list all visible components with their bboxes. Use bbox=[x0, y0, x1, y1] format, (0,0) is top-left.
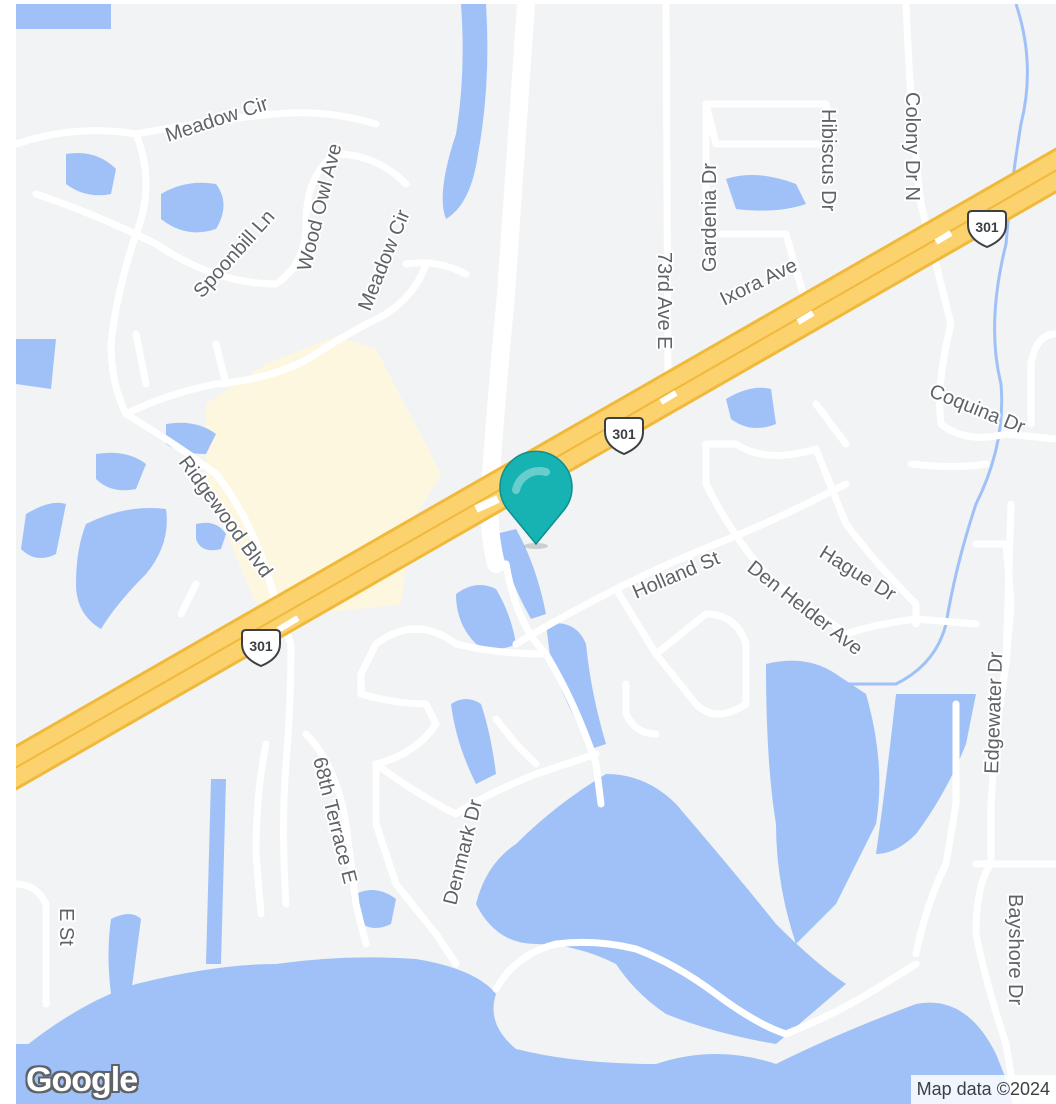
highway-shield-south: 301 bbox=[241, 629, 281, 668]
road-73rd-ave bbox=[662, 4, 672, 388]
label-e-st: E St bbox=[55, 908, 77, 946]
label-hibiscus-dr: Hibiscus Dr bbox=[817, 109, 839, 212]
road-cul-de-sac-b bbox=[212, 340, 230, 388]
east-lagoon-water bbox=[876, 694, 976, 854]
pond-j-water bbox=[726, 387, 776, 428]
crossing-73rd bbox=[659, 390, 678, 405]
label-gardenia-dr: Gardenia Dr bbox=[699, 163, 721, 272]
road-hague-dr bbox=[702, 440, 980, 638]
road-ridgewood-blvd bbox=[107, 130, 295, 908]
label-73rd-ave-e: 73rd Ave E bbox=[653, 252, 675, 349]
map-layer: 301 301 301 Meadow Cir Wood Owl Ave Spoo… bbox=[16, 4, 1056, 1104]
road-denmark-stub bbox=[492, 715, 540, 768]
map-pin-icon[interactable] bbox=[499, 450, 573, 549]
road-ridgewood-stub bbox=[177, 580, 200, 618]
road-colony-dr bbox=[902, 4, 1056, 443]
road-edgewater-west bbox=[912, 700, 960, 958]
road-wood-owl bbox=[272, 150, 410, 288]
label-bayshore-dr: Bayshore Dr bbox=[1004, 894, 1026, 1005]
road-holland-st bbox=[512, 480, 850, 648]
pond-c-water bbox=[16, 339, 56, 389]
strip-water bbox=[496, 529, 546, 619]
road-ne-stub bbox=[812, 400, 850, 448]
north-creek-water bbox=[442, 4, 488, 219]
sw-water bbox=[16, 1044, 36, 1104]
pin-highlight bbox=[512, 467, 550, 494]
road-68th-terrace bbox=[302, 730, 370, 948]
road-layer bbox=[16, 4, 1056, 1104]
road-holland-loop bbox=[612, 585, 750, 718]
west-inlet-water bbox=[108, 914, 141, 994]
canal-north-water bbox=[546, 623, 606, 749]
nw-water bbox=[16, 4, 111, 29]
crossing-arterial bbox=[474, 495, 500, 513]
google-logo: Google bbox=[26, 1061, 138, 1099]
map-canvas[interactable]: 301 301 301 Meadow Cir Wood Owl Ave Spoo… bbox=[16, 4, 1056, 1104]
map-attribution[interactable]: Map data ©2024 bbox=[910, 1075, 1056, 1104]
pond-a-water bbox=[66, 153, 116, 196]
label-colony-dr-n: Colony Dr N bbox=[901, 92, 923, 201]
label-edgewater-dr: Edgewater Dr bbox=[981, 651, 1007, 774]
road-meadow-cir bbox=[122, 260, 430, 418]
road-e-st bbox=[16, 880, 50, 1008]
road-coquina-spur bbox=[907, 460, 990, 470]
pond-south-water bbox=[451, 699, 496, 784]
road-west-spur bbox=[252, 740, 270, 918]
pin-body[interactable] bbox=[499, 450, 573, 546]
road-ne-spur bbox=[1027, 330, 1056, 428]
road-denmark-loop bbox=[357, 625, 550, 968]
highway-shield-center: 301 bbox=[604, 417, 644, 456]
road-meadow-spur bbox=[402, 259, 470, 278]
lagoon-water bbox=[766, 660, 880, 944]
small-pond-water bbox=[356, 890, 396, 928]
road-den-helder bbox=[702, 440, 920, 628]
water-layer bbox=[16, 4, 1016, 1104]
west-canal-water bbox=[206, 779, 226, 964]
pond-f-water bbox=[76, 508, 167, 629]
shield-label: 301 bbox=[249, 638, 273, 654]
road-edgewater-dr bbox=[972, 500, 1020, 1104]
shield-label: 301 bbox=[975, 219, 999, 235]
road-meadow-cir-north bbox=[16, 109, 380, 148]
road-spoonbill-ln bbox=[32, 190, 280, 288]
crossing-colony bbox=[934, 230, 953, 245]
crossing-ridgewood bbox=[276, 615, 300, 633]
road-peninsula bbox=[492, 938, 920, 1038]
pond-b-water bbox=[161, 182, 224, 233]
pond-i-water bbox=[726, 175, 806, 211]
canal-water bbox=[476, 774, 846, 1044]
shield-label: 301 bbox=[612, 426, 636, 442]
road-holland-loop-b bbox=[622, 680, 660, 738]
crossing-ixora bbox=[796, 310, 815, 325]
pond-d-water bbox=[96, 452, 146, 491]
pond-h-water bbox=[196, 522, 226, 551]
pond-water bbox=[456, 585, 516, 649]
road-cul-de-sac-a bbox=[132, 330, 150, 388]
road-denmark-dr bbox=[372, 750, 600, 818]
highway-shield-north: 301 bbox=[967, 210, 1007, 249]
road-gardenia-dr bbox=[702, 100, 810, 308]
road-gardenia-loop bbox=[702, 100, 835, 148]
pond-e-water bbox=[21, 502, 66, 558]
bay-water bbox=[16, 957, 1016, 1104]
